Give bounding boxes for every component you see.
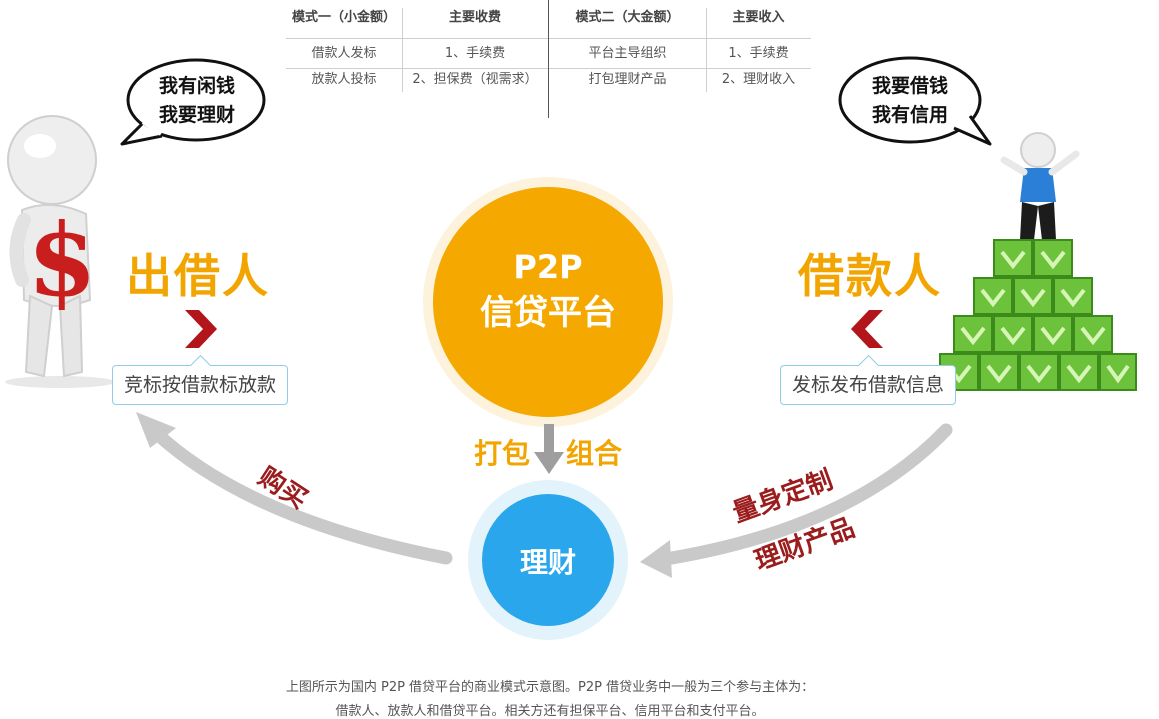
table-rule: [286, 68, 548, 69]
mode-two-income: 1、手续费: [728, 46, 789, 61]
svg-text:$: $: [27, 201, 97, 319]
mode-one-fee: 1、手续费: [444, 46, 506, 61]
table-rule: [286, 38, 548, 39]
mode-two-header: 模式二（大金额）: [575, 10, 680, 25]
chevron-right-icon: [185, 310, 217, 348]
lender-bubble-line: 我有闲钱: [158, 75, 235, 97]
mode-two-item: 打包理财产品: [588, 72, 667, 87]
table-column-rule: [402, 8, 403, 92]
mode-two-item: 平台主导组织: [588, 46, 667, 61]
combine-label: 组合: [566, 437, 623, 470]
borrower-action-tag: 发标发布借款信息: [780, 354, 956, 405]
borrower-title: 借款人: [798, 249, 942, 303]
platform-circle: [423, 177, 673, 427]
platform-label-line2: 信贷平台: [480, 293, 616, 333]
chevron-left-icon: [851, 310, 883, 348]
borrower-bubble-line: 我要借钱: [871, 75, 948, 97]
mode-two-income-header: 主要收入: [732, 10, 785, 25]
platform-label-line1: P2P: [513, 248, 583, 286]
caption-line1: 上图所示为国内 P2P 借贷平台的商业模式示意图。P2P 借贷业务中一般为三个参…: [285, 680, 815, 695]
buy-arrow: [148, 425, 453, 565]
buy-arrowhead: [136, 412, 176, 448]
speech-bubble-shape: [120, 58, 266, 146]
lender-action-tag: 竞标按借款标放款: [112, 354, 288, 405]
pack-label: 打包: [474, 437, 531, 470]
lender-bubble-line: 我要理财: [158, 104, 235, 126]
white-figure-holding-dollar-icon: $: [5, 115, 115, 388]
caption-line2: 借款人、放款人和借贷平台。相关方还有担保平台、信用平台和支付平台。: [335, 704, 765, 719]
table-row: 平台主导组织 1、手续费: [549, 41, 811, 67]
mode-one-item: 放款人投标: [311, 72, 377, 87]
speech-bubble-shape: [838, 56, 992, 146]
lender-title: 出借人: [126, 249, 270, 303]
white-figure-on-green-cubes-icon: [939, 132, 1137, 391]
finance-circle: [468, 480, 628, 640]
mode-two-table: 模式二（大金额） 主要收入 平台主导组织 1、手续费 打包理财产品 2、理财收入: [549, 0, 811, 118]
table-row: 借款人发标 1、手续费: [286, 41, 548, 67]
mode-one-item: 借款人发标: [311, 46, 377, 61]
borrower-bubble-text: 我要借钱 我有信用: [834, 72, 986, 130]
table-row: 放款人投标 2、担保费（视需求）: [286, 67, 548, 93]
platform-label: P2P 信贷平台: [418, 245, 678, 337]
table-divider: [548, 0, 549, 118]
mode-one-fee: 2、担保费（视需求）: [412, 72, 538, 87]
borrower-action-text: 发标发布借款信息: [791, 374, 944, 396]
table-rule: [549, 38, 811, 39]
lender-action-text: 竞标按借款标放款: [123, 374, 276, 396]
custom-product-arrow: [653, 423, 953, 567]
down-arrow-icon: [534, 424, 564, 474]
mode-one-header-row: 模式一（小金额） 主要收费: [286, 0, 548, 26]
borrower-speech-bubble: 我要借钱 我有信用: [834, 54, 992, 146]
finance-label: 理财: [519, 546, 576, 579]
lender-bubble-text: 我有闲钱 我要理财: [122, 72, 272, 130]
table-column-rule: [706, 8, 707, 92]
table-row: 打包理财产品 2、理财收入: [549, 67, 811, 93]
lender-speech-bubble: 我有闲钱 我要理财: [116, 56, 266, 146]
mode-one-header: 模式一（小金额）: [291, 10, 396, 25]
mode-one-fee-header: 主要收费: [448, 10, 501, 25]
table-rule: [549, 68, 811, 69]
borrower-bubble-line: 我有信用: [871, 104, 948, 126]
mode-two-header-row: 模式二（大金额） 主要收入: [549, 0, 811, 26]
mode-two-income: 2、理财收入: [721, 72, 796, 87]
custom-product-arrowhead: [640, 540, 672, 578]
mode-one-table: 模式一（小金额） 主要收费 借款人发标 1、手续费 放款人投标 2、担保费（视需…: [286, 0, 548, 118]
